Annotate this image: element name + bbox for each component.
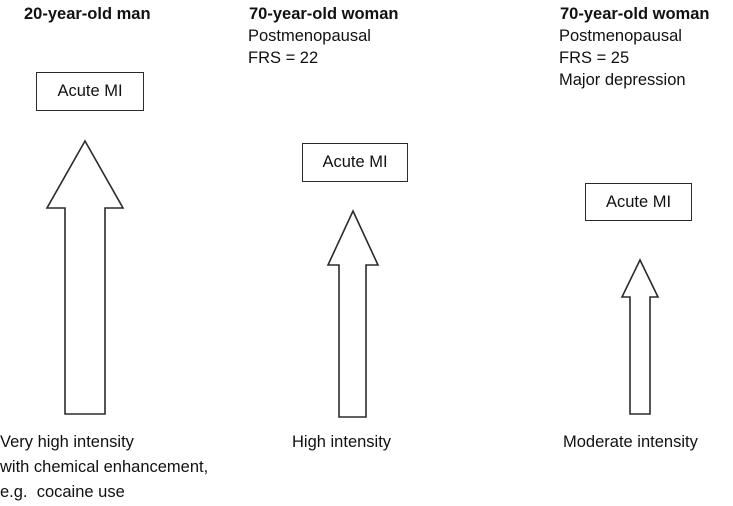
column-1-header: 20-year-old man xyxy=(24,5,151,23)
column-3-header: 70-year-old woman xyxy=(560,5,710,23)
column-1-caption-line-2: with chemical enhancement, xyxy=(0,458,209,476)
moderate-intensity-arrow-shape xyxy=(620,258,660,415)
column-2-arrow xyxy=(326,209,380,418)
column-1-caption-line-3: e.g. cocaine use xyxy=(0,483,125,501)
column-2-subline-1: Postmenopausal xyxy=(248,27,371,45)
column-2-subline-2: FRS = 22 xyxy=(248,49,319,67)
column-2-caption-line-1: High intensity xyxy=(292,433,392,451)
column-2-outcome-box: Acute MI xyxy=(302,143,408,182)
column-3-subline-3: Major depression xyxy=(559,71,686,89)
column-3-subline-1: Postmenopausal xyxy=(559,27,682,45)
column-3-caption-line-1: Moderate intensity xyxy=(563,433,698,451)
column-3-subline-2: FRS = 25 xyxy=(559,49,630,67)
column-1-arrow xyxy=(45,139,125,415)
high-intensity-arrow-shape xyxy=(326,209,380,418)
column-1-outcome-box: Acute MI xyxy=(36,72,144,111)
very-high-intensity-arrow-shape xyxy=(45,139,125,415)
column-3-arrow xyxy=(620,258,660,415)
column-1-caption-line-1: Very high intensity xyxy=(0,433,134,451)
column-3-outcome-box: Acute MI xyxy=(585,183,692,221)
column-2-header: 70-year-old woman xyxy=(249,5,399,23)
